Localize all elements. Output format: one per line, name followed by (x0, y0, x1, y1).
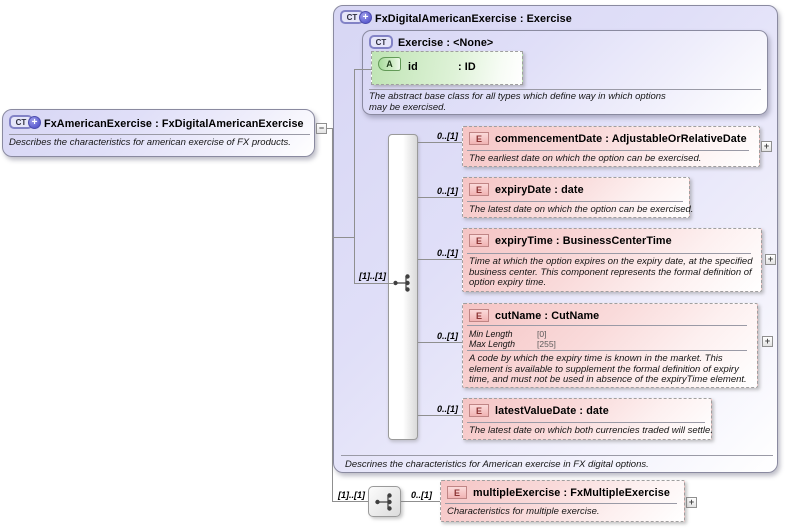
type-doc: Descrines the characteristics for Americ… (345, 459, 649, 470)
plus-badge-icon: + (359, 10, 372, 24)
element-commencementdate: E commencementDate : AdjustableOrRelativ… (462, 126, 760, 167)
attribute-id: A id : ID (371, 51, 523, 85)
element-doc: The latest date on which both currencies… (469, 425, 713, 436)
connector-line (327, 128, 333, 129)
expand-toggle-cutname[interactable]: + (762, 336, 773, 347)
element-icon: E (469, 309, 489, 322)
element-expirytime: E expiryTime : BusinessCenterTime Time a… (462, 228, 762, 292)
connector-line (354, 69, 355, 284)
attribute-name: id (408, 61, 418, 73)
facet-max-length: Max Length [255] (469, 339, 556, 349)
type-title: FxDigitalAmericanExercise : Exercise (375, 13, 572, 25)
connector-line (418, 342, 462, 343)
divider (467, 350, 747, 351)
sequence-bar (388, 134, 418, 440)
attribute-type: : ID (458, 61, 476, 73)
element-icon: E (469, 234, 489, 247)
connector-line (332, 128, 333, 502)
connector-line (418, 415, 462, 416)
element-title: expiryTime : BusinessCenterTime (495, 234, 672, 247)
divider (467, 201, 683, 202)
connector-line (355, 283, 394, 284)
sequence-icon (374, 492, 392, 511)
cardinality-label: 0..[1] (436, 131, 458, 141)
element-doc: The earliest date on which the option ca… (469, 153, 702, 164)
type-doc: The abstract base class for all types wh… (369, 91, 666, 113)
collapse-toggle[interactable]: − (316, 123, 327, 134)
element-doc: A code by which the expiry time is known… (469, 353, 747, 385)
connector-line (401, 501, 440, 502)
divider (467, 422, 705, 423)
element-title: expiryDate : date (495, 183, 584, 196)
element-doc: Characteristics for multiple exercise. (447, 506, 600, 517)
element-title: cutName : CutName (495, 309, 600, 322)
cardinality-label: 0..[1] (436, 186, 458, 196)
connector-line (354, 69, 372, 70)
plus-badge-icon: + (28, 115, 41, 129)
element-expirydate: E expiryDate : date The latest date on w… (462, 177, 694, 218)
cardinality-label: 0..[1] (436, 404, 458, 414)
element-doc: Time at which the option expires on the … (469, 256, 753, 288)
sequence-cardinality-label: [1]..[1] (338, 490, 365, 500)
complex-type-icon: CT + (340, 10, 372, 24)
divider (341, 455, 773, 456)
type-title: Exercise : <None> (398, 37, 494, 49)
type-doc: Describes the characteristics for americ… (9, 137, 291, 148)
cardinality-label: 0..[1] (436, 248, 458, 258)
sequence-box (368, 486, 401, 517)
expand-toggle-multipleexercise[interactable]: + (686, 497, 697, 508)
element-doc: The latest date on which the option can … (469, 204, 694, 215)
element-icon: E (469, 132, 489, 145)
sequence-cardinality-label: [1]..[1] (359, 271, 386, 281)
divider (467, 253, 751, 254)
element-cutname: E cutName : CutName Min Length [0] Max L… (462, 303, 758, 388)
divider (467, 150, 749, 151)
sequence-icon (393, 274, 410, 292)
connector-line (418, 142, 462, 143)
element-icon: E (469, 183, 489, 196)
element-icon: E (469, 404, 489, 417)
expand-toggle-commencementdate[interactable]: + (761, 141, 772, 152)
element-title: multipleExercise : FxMultipleExercise (473, 486, 670, 499)
connector-line (333, 237, 355, 238)
divider (467, 325, 747, 326)
element-title: commencementDate : AdjustableOrRelativeD… (495, 132, 747, 145)
complex-type-icon: CT + (9, 115, 41, 129)
type-box-fxamericanexercise: CT + FxAmericanExercise : FxDigitalAmeri… (2, 109, 315, 157)
divider (445, 503, 677, 504)
element-title: latestValueDate : date (495, 404, 609, 417)
complex-type-icon: CT (369, 35, 393, 49)
expand-toggle-expirytime[interactable]: + (765, 254, 776, 265)
ct-icon: CT (369, 35, 393, 49)
divider (9, 134, 310, 135)
facet-min-length: Min Length [0] (469, 329, 547, 339)
cardinality-label: 0..[1] (410, 490, 432, 500)
type-title: FxAmericanExercise : FxDigitalAmericanEx… (44, 118, 304, 130)
element-latestvaluedate: E latestValueDate : date The latest date… (462, 398, 713, 440)
connector-line (418, 197, 462, 198)
element-icon: E (447, 486, 467, 499)
connector-line (418, 259, 462, 260)
attribute-icon: A (378, 57, 401, 71)
divider (369, 89, 761, 90)
cardinality-label: 0..[1] (436, 331, 458, 341)
element-multipleexercise: E multipleExercise : FxMultipleExercise … (440, 480, 685, 522)
connector-line (333, 501, 368, 502)
